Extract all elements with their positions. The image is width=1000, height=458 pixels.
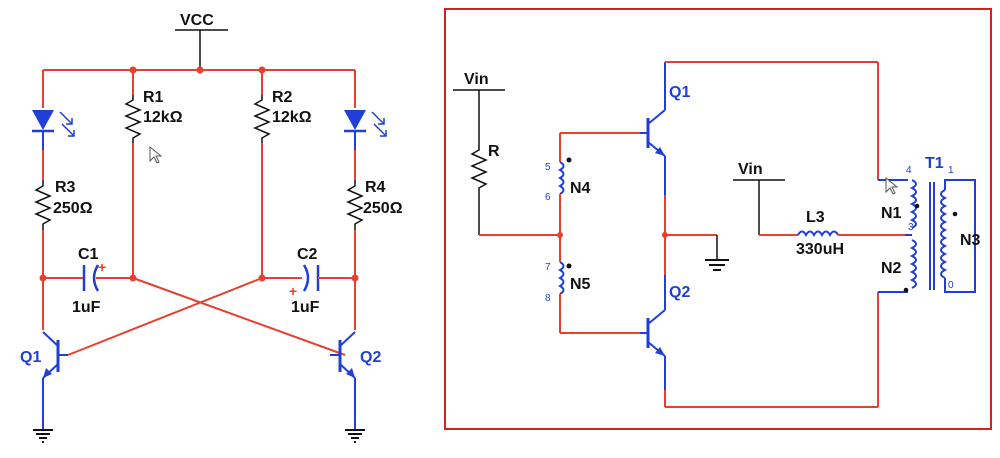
transistor-q1-right-icon [640, 62, 666, 195]
resistor-r-icon [470, 145, 488, 193]
pin-5-label: 5 [545, 162, 551, 173]
r2-name: R2 [272, 89, 293, 106]
capacitor-c1-icon [82, 264, 100, 292]
resistor-r1-icon [124, 95, 142, 143]
ground-right-icon [345, 429, 365, 443]
vin-left-label: Vin [464, 71, 489, 88]
q2-left-label: Q2 [360, 349, 381, 366]
c1-name: C1 [78, 246, 99, 263]
cross-wire [132, 277, 346, 356]
n2-label: N2 [881, 260, 902, 277]
r3-name: R3 [55, 179, 76, 196]
transistor-q2-icon [330, 331, 356, 430]
c2-value: 1uF [291, 299, 320, 316]
ground-icon [705, 259, 729, 271]
t1-label: T1 [925, 155, 944, 172]
n4-label: N4 [570, 180, 591, 197]
l3-name: L3 [806, 209, 825, 226]
resistor-r3-icon [34, 180, 52, 230]
push-pull-converter-circuit: Vin R 5 6 N4 7 8 N5 [444, 8, 992, 430]
transistor-q1-icon [42, 331, 68, 430]
cross-wire [67, 277, 263, 356]
pin-6-label: 6 [545, 192, 551, 203]
c2-polarity-mark: + [289, 283, 297, 299]
winding-n4-icon [557, 157, 572, 195]
t-pin-1-label: 1 [948, 165, 954, 176]
t-pin-4-label: 4 [906, 165, 912, 176]
r1-name: R1 [143, 89, 164, 106]
pin-7-label: 7 [545, 262, 551, 273]
led-right-icon [344, 110, 387, 137]
astable-multivibrator-circuit: VCC R3 250Ω + C1 [20, 12, 403, 443]
led-left-icon [32, 110, 75, 137]
r4-value: 250Ω [363, 200, 403, 217]
inductor-l3-icon [797, 230, 839, 238]
r1-value: 12kΩ [143, 109, 183, 126]
r4-name: R4 [365, 179, 386, 196]
r-label: R [488, 143, 500, 160]
vcc-label: VCC [180, 12, 214, 29]
c2-name: C2 [297, 246, 318, 263]
n5-label: N5 [570, 276, 591, 293]
l3-value: 330uH [796, 241, 844, 258]
mouse-cursor-icon [149, 145, 163, 164]
n3-label: N3 [960, 232, 981, 249]
q2-right-label: Q2 [669, 284, 690, 301]
resistor-r4-icon [346, 180, 364, 230]
transformer-t1-icon [903, 179, 976, 293]
q1-left-label: Q1 [20, 349, 41, 366]
junction-dot [351, 274, 359, 282]
resistor-r2-icon [253, 95, 271, 143]
capacitor-c2-icon [302, 264, 320, 292]
ground-left-icon [33, 429, 53, 443]
transistor-q2-right-icon [640, 275, 666, 390]
n1-label: N1 [881, 205, 902, 222]
mouse-cursor-icon [885, 176, 899, 195]
winding-n5-icon [557, 261, 572, 295]
pin-8-label: 8 [545, 293, 551, 304]
junction-dot [196, 66, 204, 74]
q1-right-label: Q1 [669, 84, 690, 101]
vin-mid-label: Vin [738, 161, 763, 178]
circuit-frame [444, 8, 992, 430]
r3-value: 250Ω [53, 200, 93, 217]
c1-polarity-mark: + [98, 259, 106, 275]
t-pin-3-label: 3 [908, 222, 914, 233]
t-pin-0-label: 0 [948, 280, 954, 291]
r2-value: 12kΩ [272, 109, 312, 126]
c1-value: 1uF [72, 299, 101, 316]
